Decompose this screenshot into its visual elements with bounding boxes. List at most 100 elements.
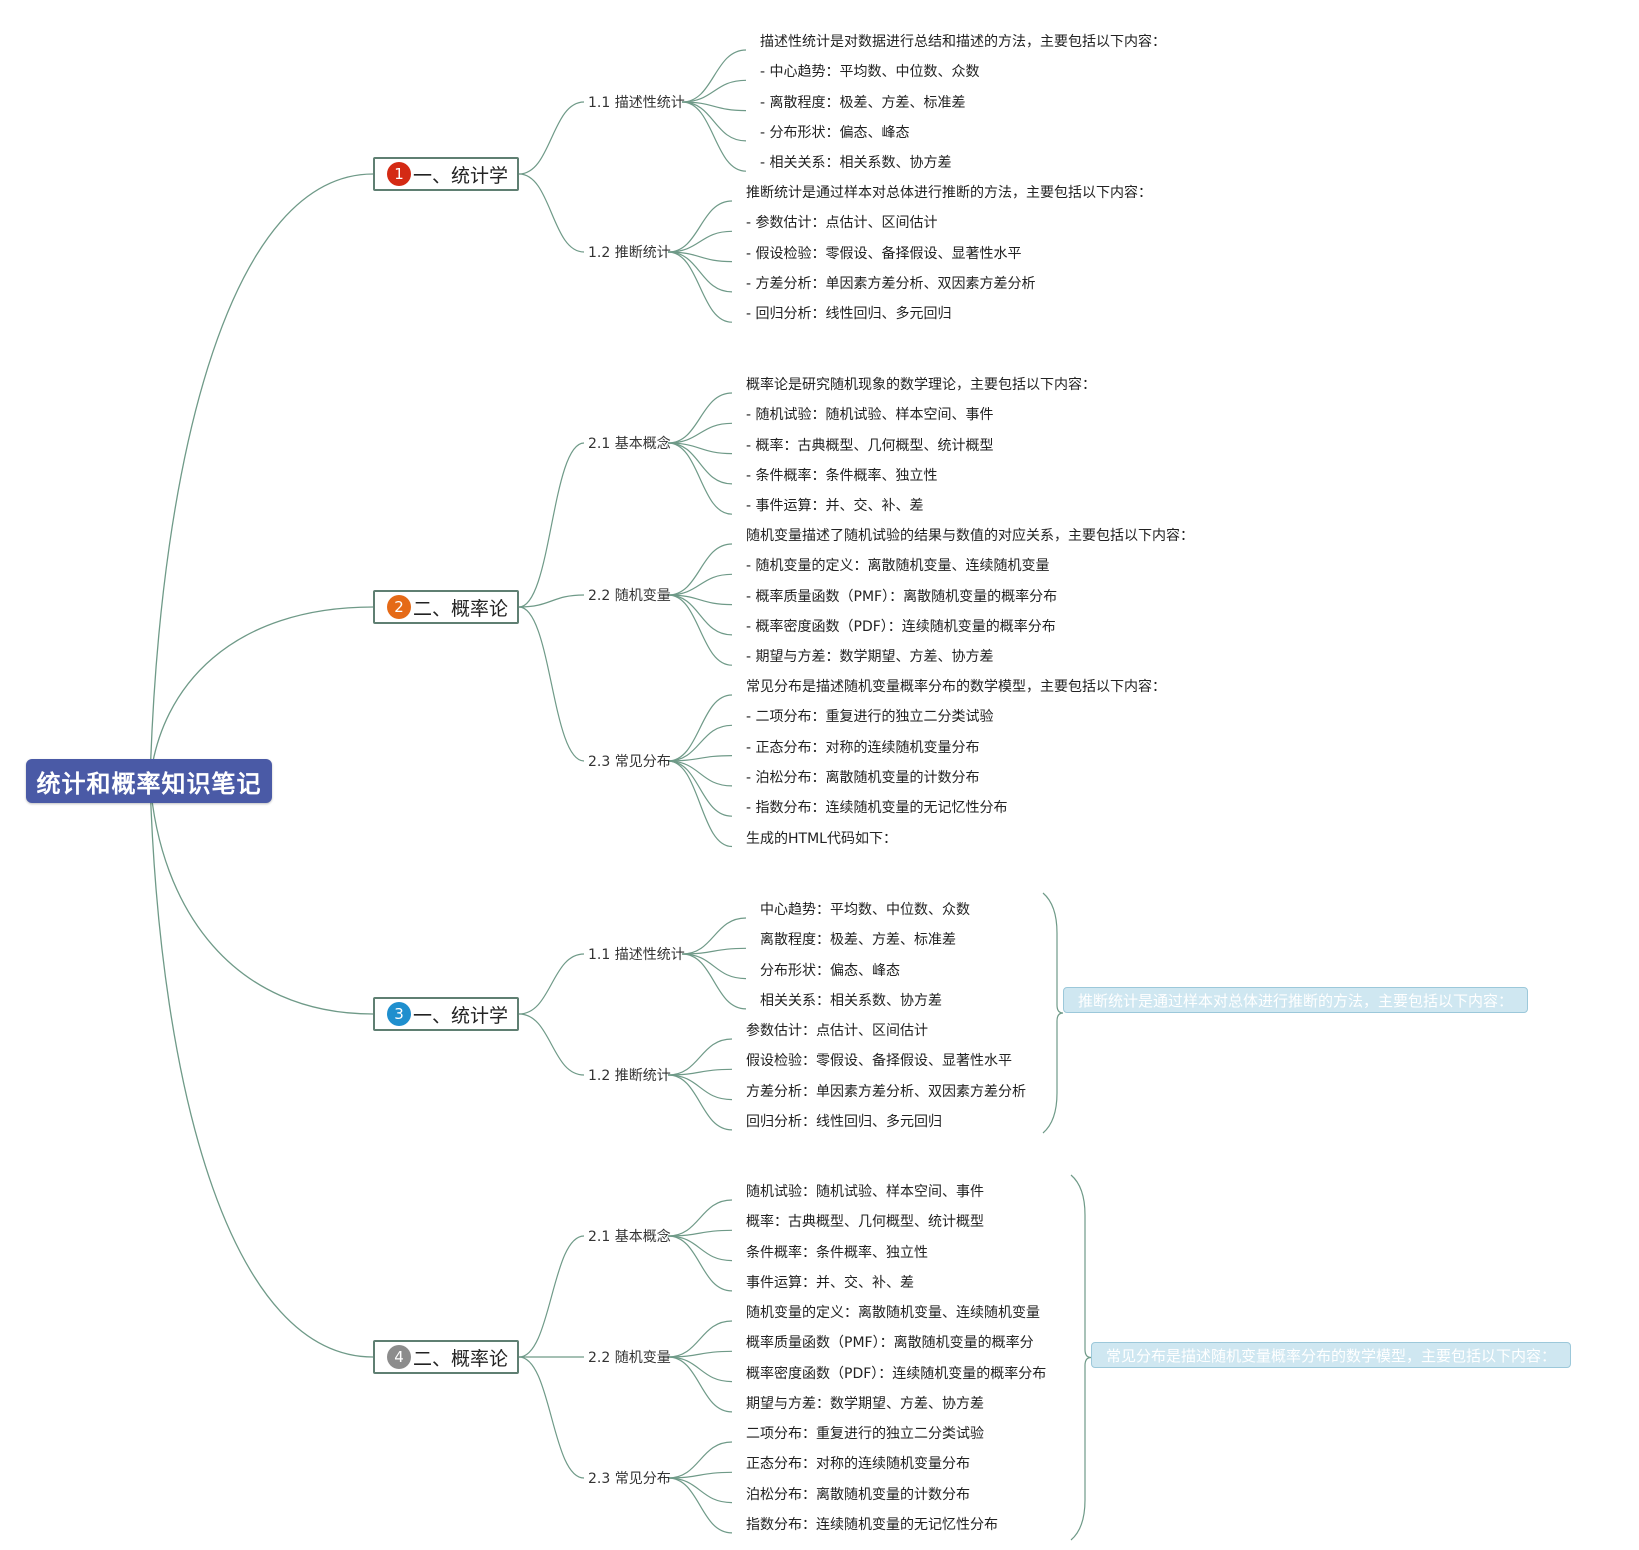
leaf-link <box>667 230 733 253</box>
leaf-link <box>667 442 733 485</box>
main-topic-label: 二、概率论 <box>413 1347 509 1370</box>
root-link-4 <box>149 780 374 1358</box>
branch-link <box>518 953 585 1015</box>
leaf-item[interactable]: 离散程度：极差、方差、标准差 <box>760 932 956 949</box>
leaf-item[interactable]: - 假设检验：零假设、备择假设、显著性水平 <box>746 245 1022 262</box>
leaf-link <box>667 594 733 666</box>
leaf-item[interactable]: - 相关关系：相关系数、协方差 <box>760 155 952 172</box>
leaf-link <box>667 543 733 596</box>
leaf-item[interactable]: 方差分析：单因素方差分析、双因素方差分析 <box>746 1083 1026 1100</box>
leaf-link <box>667 1356 733 1383</box>
leaf-item[interactable]: 概率：古典概型、几何概型、统计概型 <box>746 1214 984 1231</box>
subtopic[interactable]: 2.2 随机变量 <box>588 588 671 604</box>
root-link-2 <box>149 606 374 782</box>
leaf-item[interactable]: - 中心趋势：平均数、中位数、众数 <box>760 64 980 81</box>
leaf-item[interactable]: - 期望与方差：数学期望、方差、协方差 <box>746 649 994 666</box>
leaf-link <box>681 49 747 103</box>
leaf-item[interactable]: 常见分布是描述随机变量概率分布的数学模型，主要包括以下内容： <box>746 679 1166 695</box>
root-topic[interactable]: 统计和概率知识笔记 <box>26 759 272 803</box>
leaf-link <box>667 1074 733 1101</box>
summary-bracket <box>1070 1174 1092 1541</box>
leaf-item[interactable]: 假设检验：零假设、备择假设、显著性水平 <box>746 1053 1012 1070</box>
subtopic[interactable]: 1.1 描述性统计 <box>588 95 685 111</box>
branch-link <box>518 606 585 762</box>
leaf-link <box>681 947 747 955</box>
leaf-item[interactable]: 随机变量描述了随机试验的结果与数值的对应关系，主要包括以下内容： <box>746 528 1194 544</box>
leaf-item[interactable]: 概率论是研究随机现象的数学理论，主要包括以下内容： <box>746 377 1096 393</box>
leaf-item[interactable]: - 正态分布：对称的连续随机变量分布 <box>746 739 980 756</box>
summary-topic[interactable]: 推断统计是通过样本对总体进行推断的方法，主要包括以下内容： <box>1063 987 1529 1013</box>
leaf-item[interactable]: 参数估计：点估计、区间估计 <box>746 1023 928 1039</box>
root-link-3 <box>149 780 374 1015</box>
leaf-item[interactable]: 泊松分布：离散随机变量的计数分布 <box>746 1486 970 1503</box>
subtopic[interactable]: 2.1 基本概念 <box>588 436 671 452</box>
leaf-link <box>681 953 747 1010</box>
leaf-link <box>667 422 733 444</box>
leaf-item[interactable]: 推断统计是通过样本对总体进行推断的方法，主要包括以下内容： <box>746 185 1152 201</box>
subtopic[interactable]: 1.2 推断统计 <box>588 245 671 261</box>
leaf-link <box>667 594 733 606</box>
leaf-link <box>667 1477 733 1534</box>
leaf-item[interactable]: 事件运算：并、交、补、差 <box>746 1274 914 1291</box>
leaf-item[interactable]: - 二项分布：重复进行的独立二分类试验 <box>746 709 994 726</box>
leaf-item[interactable]: 概率密度函数（PDF）：连续随机变量的概率分布 <box>746 1365 1047 1382</box>
leaf-link <box>667 760 733 848</box>
leaf-item[interactable]: - 离散程度：极差、方差、标准差 <box>760 94 966 111</box>
subtopic[interactable]: 2.2 随机变量 <box>588 1350 671 1366</box>
leaf-item[interactable]: - 回归分析：线性回归、多元回归 <box>746 306 952 323</box>
leaf-item[interactable]: 二项分布：重复进行的独立二分类试验 <box>746 1426 984 1442</box>
leaf-item[interactable]: 生成的HTML代码如下： <box>746 830 897 847</box>
subtopic[interactable]: 1.2 推断统计 <box>588 1068 671 1084</box>
leaf-item[interactable]: 中心趋势：平均数、中位数、众数 <box>760 902 970 918</box>
leaf-item[interactable]: 期望与方差：数学期望、方差、协方差 <box>746 1395 984 1412</box>
leaf-item[interactable]: - 随机试验：随机试验、样本空间、事件 <box>746 407 994 424</box>
leaf-item[interactable]: 分布形状：偏态、峰态 <box>760 962 900 979</box>
summary-topic[interactable]: 常见分布是描述随机变量概率分布的数学模型，主要包括以下内容： <box>1091 1342 1572 1368</box>
number-badge-icon: 3 <box>387 1002 411 1026</box>
leaf-item[interactable]: - 事件运算：并、交、补、差 <box>746 498 924 515</box>
leaf-item[interactable]: - 参数估计：点估计、区间估计 <box>746 215 938 232</box>
leaf-item[interactable]: 相关关系：相关系数、协方差 <box>760 992 942 1009</box>
leaf-link <box>667 1320 733 1358</box>
leaf-item[interactable]: - 泊松分布：离散随机变量的计数分布 <box>746 769 980 786</box>
leaf-link <box>681 953 747 980</box>
root-title: 统计和概率知识笔记 <box>36 769 262 798</box>
subtopic[interactable]: 2.3 常见分布 <box>588 754 671 770</box>
leaf-item[interactable]: - 概率密度函数（PDF）：连续随机变量的概率分布 <box>746 618 1056 635</box>
leaf-item[interactable]: 指数分布：连续随机变量的无记忆性分布 <box>746 1516 998 1533</box>
leaf-link <box>667 573 733 596</box>
leaf-item[interactable]: 描述性统计是对数据进行总结和描述的方法，主要包括以下内容： <box>760 34 1166 50</box>
leaf-link <box>667 1235 733 1292</box>
leaf-link <box>667 1074 733 1131</box>
leaf-item[interactable]: - 方差分析：单因素方差分析、双因素方差分析 <box>746 275 1036 292</box>
subtopic[interactable]: 1.1 描述性统计 <box>588 947 685 963</box>
leaf-item[interactable]: - 随机变量的定义：离散随机变量、连续随机变量 <box>746 558 1050 575</box>
leaf-item[interactable]: - 概率质量函数（PMF）：离散随机变量的概率分布 <box>746 588 1058 605</box>
leaf-link <box>667 1471 733 1479</box>
subtopic[interactable]: 2.1 基本概念 <box>588 1229 671 1245</box>
leaf-item[interactable]: 随机变量的定义：离散随机变量、连续随机变量 <box>746 1305 1040 1321</box>
leaf-link <box>667 392 733 444</box>
leaf-item[interactable]: 条件概率：条件概率、独立性 <box>746 1244 928 1261</box>
summary-label: 推断统计是通过样本对总体进行推断的方法，主要包括以下内容： <box>1078 991 1514 1010</box>
leaf-link <box>667 694 733 762</box>
leaf-link <box>667 251 733 263</box>
subtopic[interactable]: 2.3 常见分布 <box>588 1471 671 1487</box>
leaf-link <box>667 1199 733 1237</box>
leaf-item[interactable]: - 指数分布：连续随机变量的无记忆性分布 <box>746 800 1008 817</box>
leaf-item[interactable]: 正态分布：对称的连续随机变量分布 <box>746 1456 970 1473</box>
leaf-item[interactable]: - 分布形状：偏态、峰态 <box>760 124 910 141</box>
leaf-item[interactable]: 回归分析：线性回归、多元回归 <box>746 1113 942 1130</box>
leaf-item[interactable]: - 条件概率：条件概率、独立性 <box>746 467 938 484</box>
leaf-item[interactable]: - 概率：古典概型、几何概型、统计概型 <box>746 437 994 454</box>
leaf-item[interactable]: 概率质量函数（PMF）：离散随机变量的概率分 <box>746 1335 1034 1352</box>
branch-link <box>518 101 585 175</box>
branch-link <box>518 173 585 253</box>
main-topic-label: 二、概率论 <box>413 597 509 620</box>
leaf-item[interactable]: 随机试验：随机试验、样本空间、事件 <box>746 1184 984 1200</box>
